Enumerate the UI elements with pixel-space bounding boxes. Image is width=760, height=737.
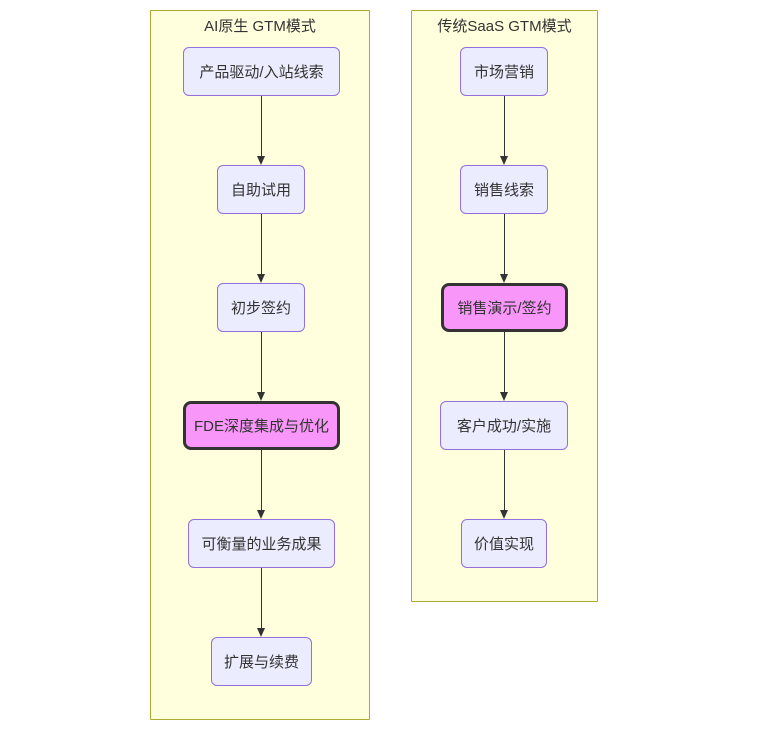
subgraph-ai-native-gtm: AI原生 GTM模式 bbox=[150, 10, 370, 720]
subgraph-title-traditional-saas: 传统SaaS GTM模式 bbox=[437, 18, 572, 35]
node-marketing: 市场营销 bbox=[460, 47, 548, 96]
arrow-down-icon bbox=[500, 450, 509, 519]
node-measurable-business-outcomes: 可衡量的业务成果 bbox=[188, 519, 335, 568]
arrow-down-icon bbox=[257, 332, 266, 401]
node-fde-deep-integration-optimization: FDE深度集成与优化 bbox=[183, 401, 340, 450]
node-expansion-renewal: 扩展与续费 bbox=[211, 637, 312, 686]
arrow-down-icon bbox=[500, 96, 509, 165]
node-product-driven-inbound-leads: 产品驱动/入站线索 bbox=[183, 47, 340, 96]
node-sales-leads: 销售线索 bbox=[460, 165, 548, 214]
node-customer-success-implementation: 客户成功/实施 bbox=[440, 401, 568, 450]
node-sales-demo-signing: 销售演示/签约 bbox=[441, 283, 568, 332]
node-self-service-trial: 自助试用 bbox=[217, 165, 305, 214]
arrow-down-icon bbox=[257, 214, 266, 283]
arrow-down-icon bbox=[500, 332, 509, 401]
arrow-down-icon bbox=[257, 96, 266, 165]
node-initial-signing: 初步签约 bbox=[217, 283, 305, 332]
node-value-realization: 价值实现 bbox=[461, 519, 547, 568]
arrow-down-icon bbox=[500, 214, 509, 283]
arrow-down-icon bbox=[257, 450, 266, 519]
arrow-down-icon bbox=[257, 568, 266, 637]
subgraph-title-ai-native: AI原生 GTM模式 bbox=[204, 18, 316, 35]
